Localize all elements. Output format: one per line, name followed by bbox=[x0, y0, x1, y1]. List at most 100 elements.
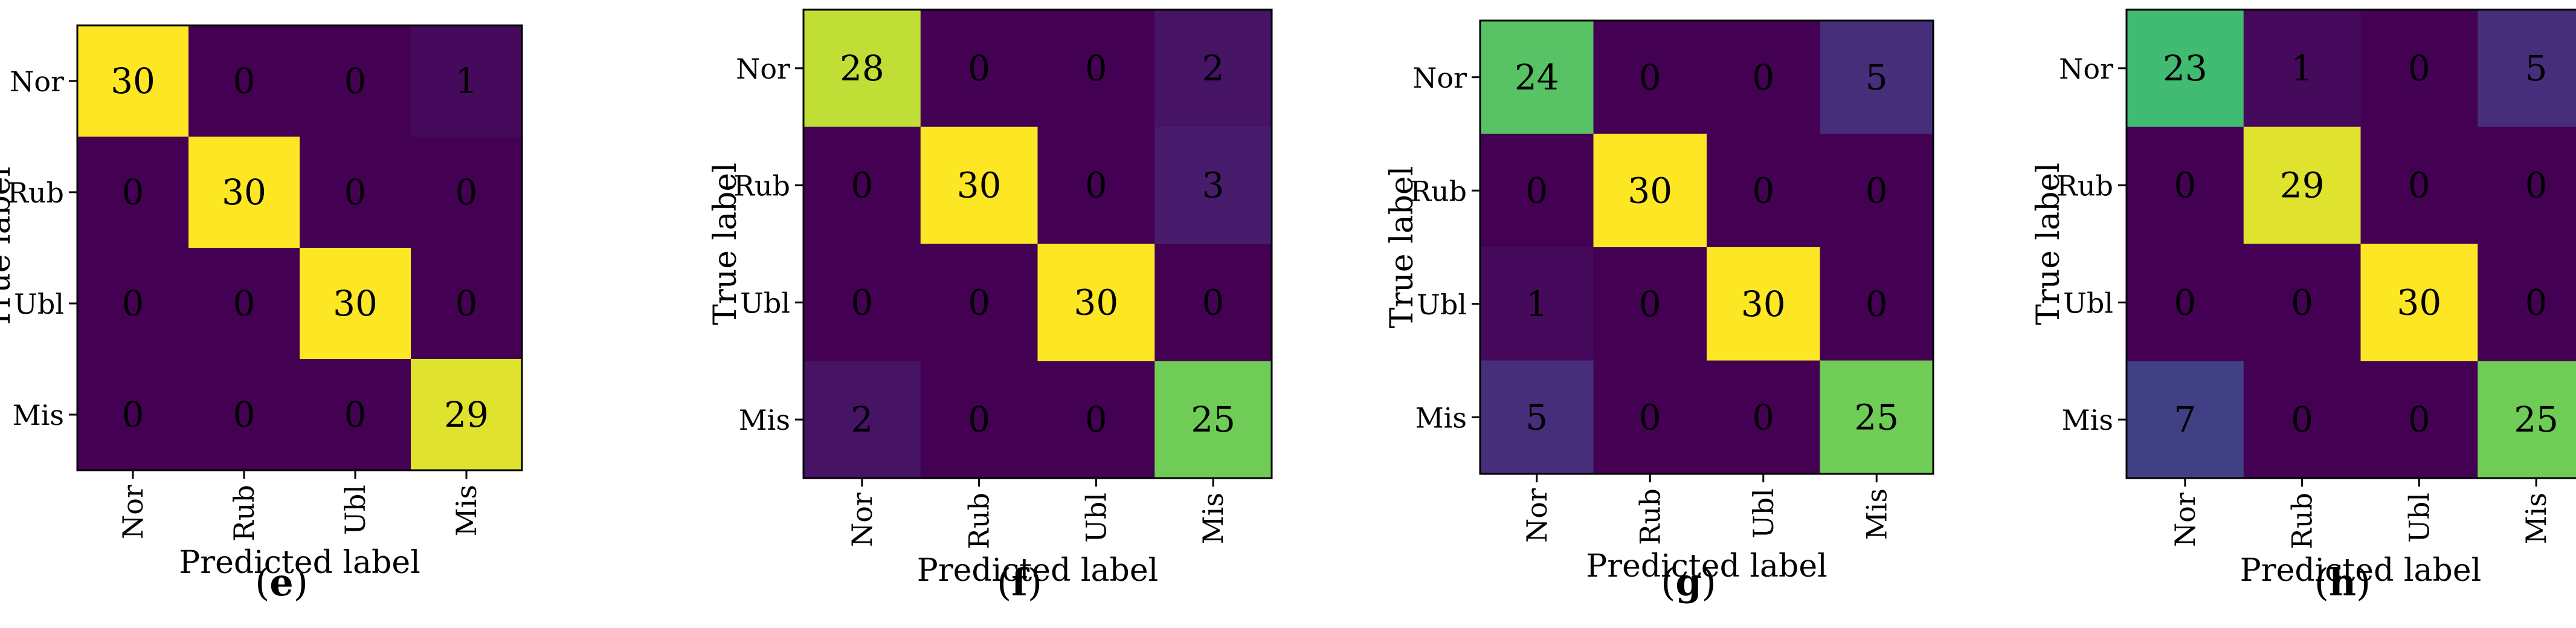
matrix-cell bbox=[300, 25, 411, 137]
matrix-cell bbox=[77, 359, 189, 471]
cell-value-label: 29 bbox=[2280, 165, 2325, 206]
cell-value-label: 1 bbox=[1525, 283, 1548, 325]
matrix-cell bbox=[1707, 134, 1821, 248]
cell-value-label: 0 bbox=[1202, 282, 1225, 323]
matrix-cell bbox=[920, 126, 1038, 245]
plot-frame bbox=[1479, 19, 1934, 475]
cell-value-label: 0 bbox=[122, 172, 144, 213]
cell-value-label: 0 bbox=[2525, 165, 2548, 206]
y-tick-label: Mis bbox=[2062, 404, 2113, 436]
cell-value-label: 0 bbox=[122, 394, 144, 435]
matrix-cell bbox=[2243, 10, 2362, 128]
matrix-cell bbox=[1480, 360, 1594, 474]
y-axis-label: True label bbox=[0, 167, 18, 329]
matrix-cell bbox=[2127, 10, 2244, 128]
panel-caption: (f) bbox=[997, 560, 1042, 604]
y-tick-label: Ubl bbox=[740, 286, 790, 319]
matrix-cell bbox=[1707, 21, 1821, 135]
cell-value-label: 0 bbox=[2525, 282, 2548, 323]
matrix-cell bbox=[1593, 247, 1707, 361]
cell-value-label: 5 bbox=[1525, 397, 1548, 438]
matrix-cell bbox=[188, 25, 300, 137]
matrix-cell bbox=[2360, 361, 2478, 479]
cell-value-label: 30 bbox=[1741, 283, 1786, 325]
matrix-cell bbox=[77, 25, 189, 137]
matrix-cell bbox=[2478, 126, 2576, 245]
cell-value-label: 0 bbox=[2408, 165, 2430, 206]
y-axis-label: True label bbox=[1384, 166, 1420, 329]
y-tick-label: Rub bbox=[2056, 170, 2113, 202]
cell-value-label: 1 bbox=[2291, 48, 2313, 89]
x-tick-label: Nor bbox=[1521, 488, 1553, 543]
cell-value-label: 0 bbox=[851, 165, 873, 206]
cell-value-label: 0 bbox=[1525, 170, 1548, 211]
cell-value-label: 28 bbox=[840, 48, 884, 89]
matrix-cell bbox=[1154, 361, 1272, 479]
matrix-cell bbox=[2478, 10, 2576, 128]
cell-value-label: 29 bbox=[444, 394, 489, 435]
x-tick-label: Rub bbox=[2286, 493, 2319, 549]
cell-value-label: 0 bbox=[233, 394, 256, 435]
cell-value-label: 0 bbox=[968, 399, 990, 440]
matrix-cell bbox=[2127, 244, 2244, 361]
x-tick-label: Nor bbox=[117, 485, 149, 539]
x-tick-label: Ubl bbox=[1747, 488, 1780, 539]
y-tick-label: Ubl bbox=[14, 288, 64, 320]
matrix-cell bbox=[1480, 21, 1594, 135]
cell-value-label: 30 bbox=[957, 165, 1002, 206]
x-axis-label: Predicted label bbox=[2240, 552, 2481, 589]
cell-value-label: 0 bbox=[1752, 170, 1774, 211]
cell-value-label: 0 bbox=[1639, 397, 1661, 438]
matrix-cell bbox=[1037, 10, 1155, 128]
cell-value-label: 7 bbox=[2174, 399, 2196, 440]
matrix-cell bbox=[2360, 10, 2478, 128]
cell-value-label: 0 bbox=[2408, 48, 2430, 89]
matrix-cell bbox=[2478, 361, 2576, 479]
y-axis-label: True label bbox=[707, 163, 744, 325]
matrix-cell bbox=[1480, 134, 1594, 248]
matrix-cell bbox=[2127, 126, 2244, 245]
cell-value-label: 30 bbox=[111, 60, 155, 102]
cell-value-label: 30 bbox=[1074, 282, 1118, 323]
matrix-cell bbox=[1820, 360, 1934, 474]
y-tick-label: Rub bbox=[7, 176, 64, 209]
matrix-cell bbox=[1593, 360, 1707, 474]
matrix-cell bbox=[1154, 10, 1272, 128]
matrix-cell bbox=[1820, 134, 1934, 248]
cell-value-label: 0 bbox=[1085, 165, 1107, 206]
cell-value-label: 1 bbox=[456, 60, 478, 102]
y-tick-label: Nor bbox=[10, 65, 64, 98]
matrix-cell bbox=[1593, 21, 1707, 135]
y-tick-label: Mis bbox=[13, 399, 64, 432]
cell-value-label: 30 bbox=[2397, 282, 2441, 323]
matrix-cell bbox=[803, 244, 921, 361]
cell-value-label: 3 bbox=[1202, 165, 1225, 206]
x-tick-label: Rub bbox=[1634, 488, 1666, 545]
matrix-cell bbox=[920, 361, 1038, 479]
panel-caption: (h) bbox=[2314, 560, 2371, 604]
cell-value-label: 0 bbox=[2408, 399, 2430, 440]
x-tick-label: Nor bbox=[2169, 493, 2201, 547]
cell-value-label: 2 bbox=[851, 399, 873, 440]
cell-value-label: 25 bbox=[1854, 397, 1899, 438]
matrix-cell bbox=[2243, 361, 2362, 479]
matrix-cell bbox=[2127, 361, 2244, 479]
x-tick-label: Ubl bbox=[339, 485, 372, 535]
cell-value-label: 0 bbox=[968, 282, 990, 323]
cell-value-label: 25 bbox=[2514, 399, 2558, 440]
matrix-cell bbox=[1037, 126, 1155, 245]
y-axis-label: True label bbox=[2030, 163, 2067, 325]
cell-value-label: 0 bbox=[456, 172, 478, 213]
cell-value-label: 0 bbox=[1752, 57, 1774, 98]
matrix-cell bbox=[803, 361, 921, 479]
matrix-cell bbox=[803, 10, 921, 128]
matrix-cell bbox=[2243, 244, 2362, 361]
matrix-cell bbox=[1707, 247, 1821, 361]
matrix-cell bbox=[2478, 244, 2576, 361]
x-tick-label: Nor bbox=[846, 493, 878, 547]
matrix-cell bbox=[2360, 244, 2478, 361]
